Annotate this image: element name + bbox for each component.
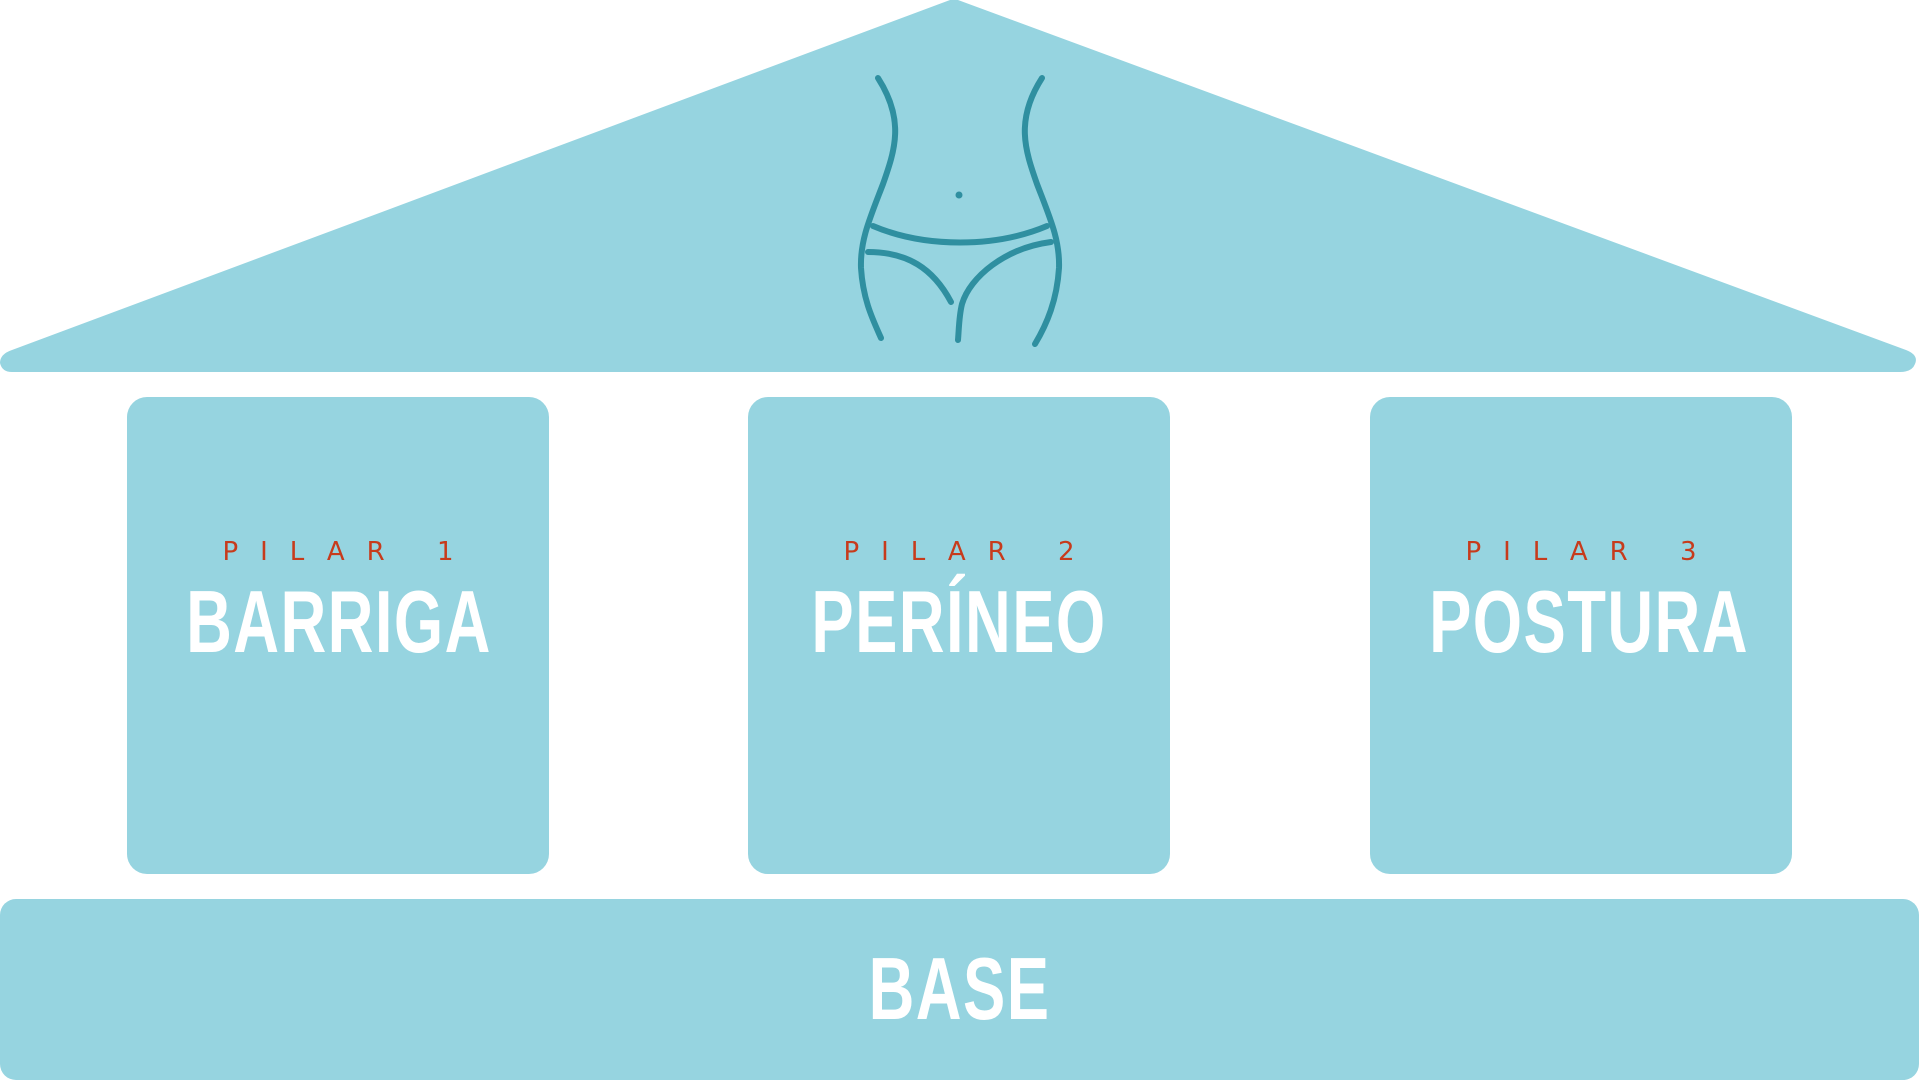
body-waist-icon: [855, 72, 1065, 352]
pillar-3-title: POSTURA: [1429, 572, 1749, 671]
pillar-1-subtitle: PILAR 1: [222, 537, 476, 567]
pillar-3-subtitle: PILAR 3: [1465, 537, 1719, 567]
pillar-2-subtitle: PILAR 2: [843, 537, 1097, 567]
pillar-1: PILAR 1 BARRIGA: [127, 397, 549, 874]
roof: [0, 0, 1919, 375]
pillar-2-title: PERÍNEO: [811, 572, 1107, 671]
pillar-2: PILAR 2 PERÍNEO: [748, 397, 1170, 874]
base-block: BASE: [0, 899, 1919, 1080]
base-title: BASE: [868, 939, 1051, 1038]
roof-shape: [0, 0, 1916, 372]
pillar-3: PILAR 3 POSTURA: [1370, 397, 1792, 874]
pillar-1-title: BARRIGA: [186, 572, 492, 671]
